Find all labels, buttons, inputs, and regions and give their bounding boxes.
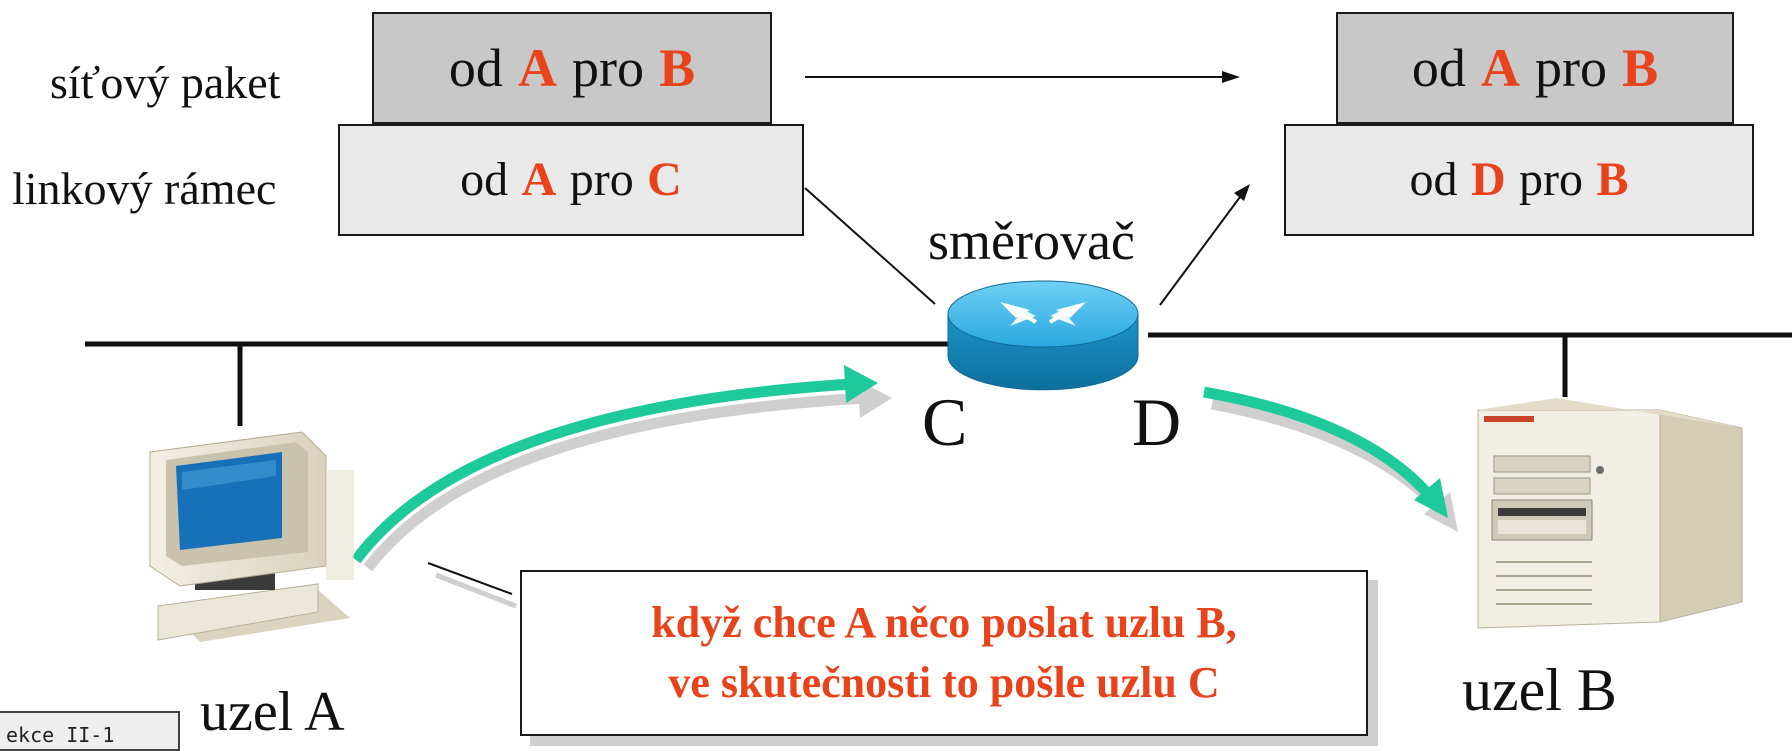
forward-arrow-head [1222, 71, 1240, 83]
callout-pointer [427, 562, 513, 595]
node-label-a: uzel A [200, 681, 345, 743]
flow-arrow-a-to-c-head [844, 365, 878, 403]
router-icon[interactable] [947, 280, 1139, 391]
flow-arrow-d-to-b-head [1414, 478, 1448, 518]
node-label-b: uzel B [1462, 657, 1617, 723]
port-label-d: D [1132, 384, 1182, 460]
computer-icon[interactable] [149, 431, 354, 642]
frame-to-router-line [804, 187, 936, 305]
label-network-packet: síťový paket [50, 57, 281, 108]
router-to-frame-arrow [1159, 196, 1241, 306]
server-icon[interactable] [1477, 398, 1743, 629]
router-to-frame-arrow-head [1234, 184, 1250, 201]
callout-pointer-shadow [435, 572, 517, 609]
slide-footer-tag: ekce II-1 [0, 711, 180, 751]
label-link-frame: linkový rámec [12, 163, 277, 214]
port-label-c: C [922, 384, 968, 460]
flow-arrow-d-to-b [1203, 386, 1433, 498]
router-label: směrovač [928, 211, 1135, 271]
callout-line-2: ve skutečnosti to pošle uzlu C [668, 658, 1220, 707]
explanation-callout: když chce A něco poslat uzlu B, ve skute… [520, 570, 1368, 736]
flow-arrow-a-to-c [351, 378, 853, 564]
callout-line-1: když chce A něco poslat uzlu B, [651, 597, 1237, 647]
flow-arrow-a-to-c-shadow [363, 392, 867, 572]
